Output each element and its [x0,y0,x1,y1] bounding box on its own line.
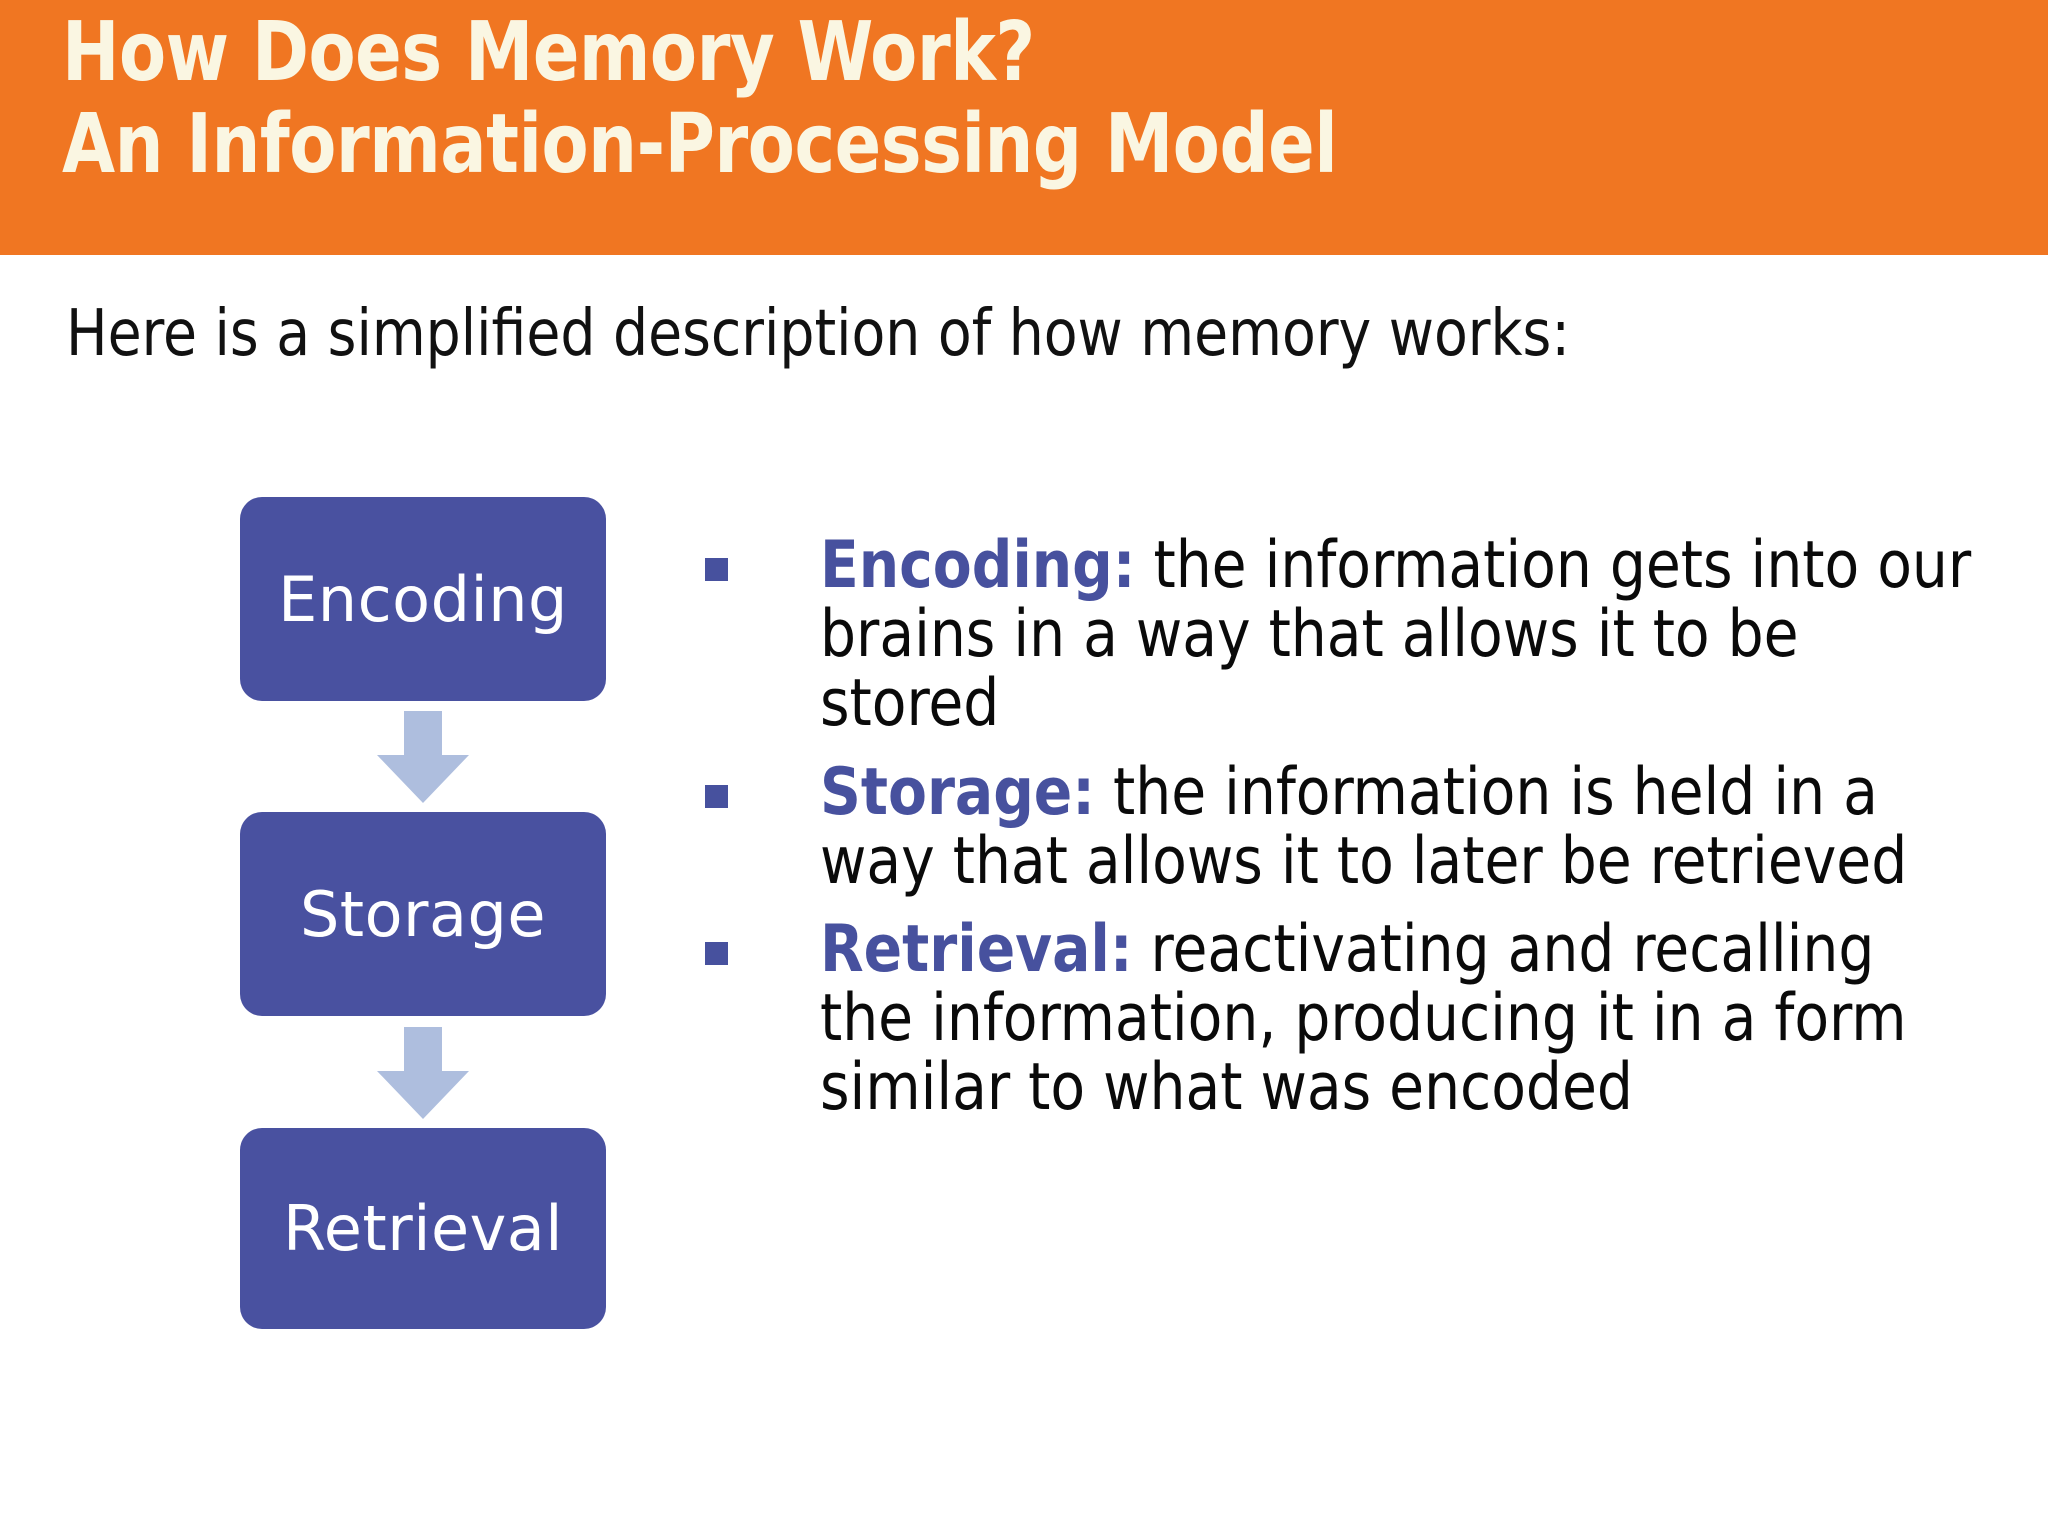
list-item-text: Retrieval: reactivating and recalling th… [820,916,1984,1123]
square-bullet-icon [705,942,728,966]
flow-box-encoding-label: Encoding [278,562,568,636]
title-band: How Does Memory Work? An Information-Pro… [0,0,2048,255]
list-item-term: Retrieval: [820,912,1133,988]
list-item-text: Storage: the information is held in a wa… [820,758,1984,897]
list-item-description: reactivating and recalling the informati… [820,912,1907,1126]
list-item: Retrieval: reactivating and recalling th… [700,916,2020,1123]
slide-title-line-2: An Information-Processing Model [62,97,1338,192]
slide-title-line-1: How Does Memory Work? [62,5,1035,100]
list-item-term: Storage: [820,754,1095,830]
square-bullet-icon [705,558,728,581]
flow-box-encoding[interactable]: Encoding [240,497,606,701]
square-bullet-icon [705,784,728,808]
memory-stage-bullet-list: Encoding: the information gets into our … [700,531,2020,1143]
down-arrow-icon-encoding-to-storage [373,711,473,803]
flow-box-storage[interactable]: Storage [240,812,606,1016]
list-item: Storage: the information is held in a wa… [700,758,2020,897]
lead-in-text: Here is a simplified description of how … [66,297,1570,371]
list-item-term: Encoding: [820,528,1136,603]
flow-box-storage-label: Storage [299,877,547,951]
list-item: Encoding: the information gets into our … [700,531,2020,739]
list-item-text: Encoding: the information gets into our … [820,531,1984,739]
memory-process-flowchart: Encoding Storage Retrieval [240,497,606,1329]
flow-box-retrieval-label: Retrieval [282,1192,564,1265]
flow-box-retrieval[interactable]: Retrieval [240,1128,606,1329]
list-item-description: the information is held in a way that al… [820,754,1908,899]
down-arrow-icon-storage-to-retrieval [373,1027,473,1119]
list-item-description: the information gets into our brains in … [820,528,1972,741]
